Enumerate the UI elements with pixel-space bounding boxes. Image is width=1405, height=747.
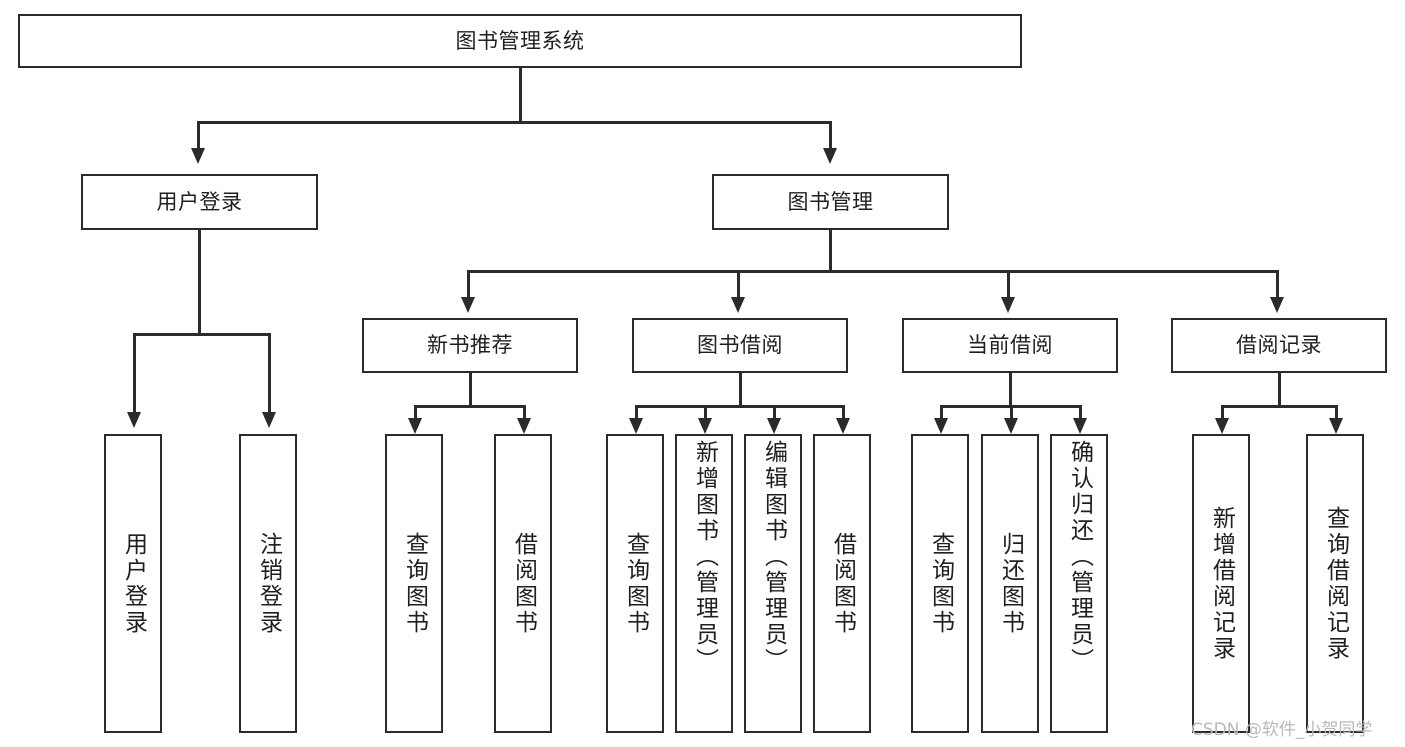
- connector-user-login-child-2: [268, 333, 271, 417]
- connector-book-borrow-child-2: [704, 405, 707, 423]
- leaf-confirm-return-admin[interactable]: 确认归还（管理员）: [1050, 434, 1108, 733]
- arrowhead-new-book: [461, 297, 475, 313]
- connector-to-book-borrow: [737, 270, 740, 302]
- connector-current-borrow-child-2: [1010, 405, 1013, 423]
- node-label: 新增借阅记录: [1208, 505, 1235, 662]
- connector-new-book-child-2: [523, 405, 526, 423]
- node-root-book-management-system[interactable]: 图书管理系统: [18, 14, 1022, 68]
- node-book-management[interactable]: 图书管理: [712, 174, 949, 230]
- arrowhead-current-borrow-child-2: [1004, 418, 1018, 434]
- arrowhead-book-borrow-child-2: [698, 418, 712, 434]
- leaf-query-book-current[interactable]: 查询图书: [911, 434, 969, 733]
- arrowhead-borrow-record: [1270, 297, 1284, 313]
- node-borrow-record[interactable]: 借阅记录: [1171, 318, 1387, 373]
- arrowhead-book-management: [823, 148, 837, 164]
- arrowhead-current-borrow-child-1: [934, 418, 948, 434]
- leaf-query-borrow-record[interactable]: 查询借阅记录: [1306, 434, 1364, 733]
- node-label: 查询图书: [927, 531, 954, 636]
- arrowhead-new-book-child-1: [408, 418, 422, 434]
- leaf-borrow-book-recommend[interactable]: 借阅图书: [494, 434, 552, 733]
- node-current-borrow[interactable]: 当前借阅: [902, 318, 1118, 373]
- arrowhead-user-login: [191, 148, 205, 164]
- node-new-book-recommend[interactable]: 新书推荐: [362, 318, 578, 373]
- connector-to-book-management: [829, 121, 832, 153]
- connector-new-book-stem: [469, 373, 472, 408]
- arrowhead-user-login-child-1: [127, 412, 141, 428]
- leaf-edit-book-admin[interactable]: 编辑图书（管理员）: [744, 434, 802, 733]
- arrowhead-book-borrow-child-3: [767, 418, 781, 434]
- node-label: 归还图书: [997, 531, 1024, 636]
- node-user-login[interactable]: 用户登录: [81, 174, 318, 230]
- node-label: 查询图书: [622, 531, 649, 636]
- connector-to-current-borrow: [1007, 270, 1010, 302]
- connector-new-book-child-1: [414, 405, 417, 423]
- node-label: 当前借阅: [967, 333, 1053, 358]
- connector-borrow-record-child-1: [1221, 405, 1224, 423]
- node-label: 用户登录: [120, 531, 147, 636]
- connector-new-book-bar: [414, 405, 525, 408]
- arrowhead-new-book-child-2: [517, 418, 531, 434]
- node-label: 借阅记录: [1236, 333, 1322, 358]
- connector-level1-bar: [197, 121, 831, 124]
- arrowhead-borrow-record-child-1: [1215, 418, 1229, 434]
- connector-book-borrow-child-3: [773, 405, 776, 423]
- connector-user-login-bar: [133, 333, 271, 336]
- watermark-text: CSDN @软件_小贺同学: [1191, 720, 1373, 740]
- leaf-add-book-admin[interactable]: 新增图书（管理员）: [675, 434, 733, 733]
- node-label: 查询借阅记录: [1322, 505, 1349, 662]
- arrowhead-current-borrow-child-3: [1073, 418, 1087, 434]
- node-label: 新书推荐: [427, 333, 513, 358]
- connector-borrow-record-bar: [1221, 405, 1336, 408]
- node-label: 借阅图书: [510, 531, 537, 636]
- leaf-borrow-book[interactable]: 借阅图书: [813, 434, 871, 733]
- node-label: 查询图书: [401, 531, 428, 636]
- leaf-query-book-recommend[interactable]: 查询图书: [385, 434, 443, 733]
- connector-current-borrow-child-1: [940, 405, 943, 423]
- node-book-borrow[interactable]: 图书借阅: [632, 318, 848, 373]
- leaf-logout[interactable]: 注销登录: [239, 434, 297, 733]
- node-label: 图书借阅: [697, 333, 783, 358]
- connector-book-borrow-stem: [739, 373, 742, 408]
- connector-root-stem: [519, 68, 522, 123]
- node-label: 图书管理: [787, 189, 874, 214]
- connector-current-borrow-stem: [1009, 373, 1012, 408]
- connector-user-login-child-1: [133, 333, 136, 417]
- arrowhead-user-login-child-2: [262, 412, 276, 428]
- connector-book-borrow-bar: [635, 405, 844, 408]
- connector-borrow-record-child-2: [1335, 405, 1338, 423]
- node-label: 编辑图书（管理员）: [760, 440, 787, 674]
- node-label: 确认归还（管理员）: [1066, 440, 1093, 674]
- connector-to-new-book: [467, 270, 470, 302]
- node-label: 图书管理系统: [455, 28, 585, 53]
- connector-to-borrow-record: [1276, 270, 1279, 302]
- node-label: 借阅图书: [829, 531, 856, 636]
- connector-user-login-stem: [198, 230, 201, 335]
- leaf-return-book[interactable]: 归还图书: [981, 434, 1039, 733]
- arrowhead-book-borrow: [731, 297, 745, 313]
- node-label: 用户登录: [156, 189, 243, 214]
- connector-level2-bar: [467, 270, 1278, 273]
- connector-book-borrow-child-1: [635, 405, 638, 423]
- leaf-user-login[interactable]: 用户登录: [104, 434, 162, 733]
- node-label: 新增图书（管理员）: [691, 440, 718, 674]
- connector-borrow-record-stem: [1278, 373, 1281, 408]
- node-label: 注销登录: [255, 531, 282, 636]
- leaf-query-book-borrow[interactable]: 查询图书: [606, 434, 664, 733]
- connector-to-user-login: [197, 121, 200, 153]
- arrowhead-book-borrow-child-4: [836, 418, 850, 434]
- arrowhead-current-borrow: [1001, 297, 1015, 313]
- arrowhead-book-borrow-child-1: [629, 418, 643, 434]
- connector-book-borrow-child-4: [842, 405, 845, 423]
- arrowhead-borrow-record-child-2: [1329, 418, 1343, 434]
- connector-book-management-stem: [829, 230, 832, 272]
- leaf-add-borrow-record[interactable]: 新增借阅记录: [1192, 434, 1250, 733]
- connector-current-borrow-child-3: [1079, 405, 1082, 423]
